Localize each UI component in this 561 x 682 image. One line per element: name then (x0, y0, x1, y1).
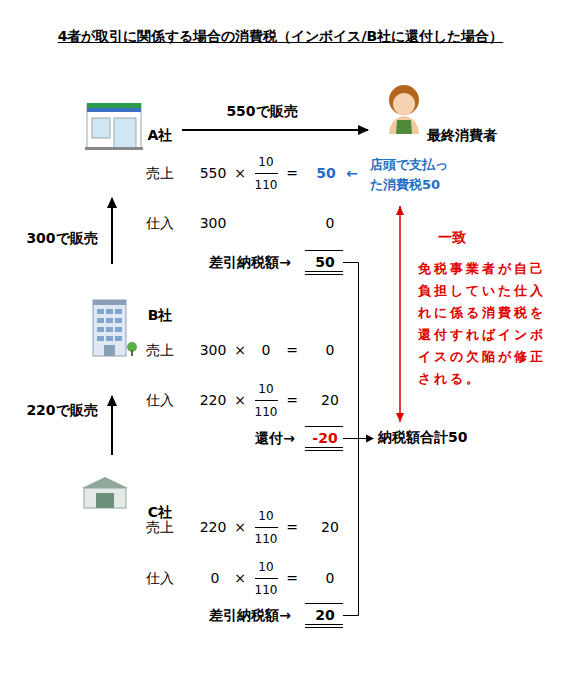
node-title: A社 (148, 127, 173, 144)
flow-arrow (182, 129, 368, 131)
calc-text: 0 (326, 570, 335, 587)
company-node: C社 (78, 455, 182, 520)
calc-text: × (234, 392, 246, 409)
total-node: 納税額合計50 (376, 428, 472, 447)
calc-text: 仕入 (146, 392, 174, 409)
company-node: A社 (78, 95, 182, 198)
consumer-node: 最終消費者店頭で支払った消費税50 (368, 82, 500, 200)
consumer-icon (389, 85, 419, 134)
calc-text: × (234, 342, 246, 359)
sum-bracket (343, 263, 368, 616)
calc-text: 300 (200, 215, 227, 232)
calc-text: = (286, 342, 298, 359)
calc-text: 20 (321, 392, 339, 409)
calc-text: 110 (255, 405, 278, 419)
calc-text: ← (346, 165, 358, 182)
calc-text: = (286, 165, 298, 182)
flow-arrow (111, 396, 113, 455)
calc-text: 0 (326, 215, 335, 232)
calc-text: 売上 (146, 342, 174, 359)
calc-text: × (234, 519, 246, 536)
calc-text: 0 (262, 342, 271, 359)
calc-text: 10 (258, 155, 273, 169)
calc-text: 差引納税額→ (209, 607, 291, 624)
calc-text: -20 (312, 430, 337, 447)
node-title: 納税額合計50 (378, 429, 467, 446)
calc-text: 一致 (438, 229, 466, 246)
node-title: B社 (148, 307, 173, 324)
calc-text: 還付→ (255, 430, 295, 447)
calc-text: 220 (200, 392, 227, 409)
calc-text: 110 (255, 583, 278, 597)
calc-text: 10 (258, 509, 273, 523)
calc-text: = (286, 519, 298, 536)
edge-label: 220で販売 (26, 402, 97, 419)
edge-label: 550で販売 (226, 103, 297, 120)
calc-text: 300 (200, 342, 227, 359)
calc-text: = (286, 570, 298, 587)
calc-text: 50 (316, 165, 335, 182)
calc-text: 仕入 (146, 215, 174, 232)
calc-text: 0 (326, 342, 335, 359)
calc-text: = (286, 392, 298, 409)
calc-text: 220 (200, 519, 227, 536)
diagram-title: 4者が取引に関係する場合の消費税（インボイス/B社に還付した場合） (0, 28, 561, 46)
node-title: C社 (148, 504, 172, 521)
calc-text: 仕入 (146, 570, 174, 587)
flow-arrow (399, 206, 401, 422)
warehouse-icon (82, 477, 128, 508)
flow-arrow (111, 198, 113, 264)
bracket-arrowhead (366, 435, 374, 443)
calc-text: 20 (315, 607, 334, 624)
calc-text: 差引納税額→ (209, 254, 291, 271)
store-icon (85, 103, 143, 150)
calc-text: 20 (321, 519, 339, 536)
sum-rule (305, 251, 343, 628)
node-title: 最終消費者 (427, 127, 497, 144)
calc-text: × (234, 570, 246, 587)
node-note: 店頭で支払った消費税50 (370, 155, 454, 195)
calc-text: 0 (211, 570, 220, 587)
calc-text: 550 (200, 165, 227, 182)
fraction-bar (255, 174, 278, 579)
company-node: B社 (78, 264, 182, 396)
calc-text: 110 (255, 178, 278, 192)
calc-text: 10 (258, 382, 273, 396)
note-text: 免税事業者が自己負担していた仕入れに係る消費税を還付すればインボイスの欠陥が修正… (418, 258, 552, 390)
office-icon (93, 300, 137, 356)
calc-text: 50 (315, 254, 334, 271)
calc-text: × (234, 165, 246, 182)
calc-text: 売上 (146, 519, 174, 536)
calc-text: 10 (258, 560, 273, 574)
calc-text: 売上 (146, 165, 174, 182)
edge-label: 300で販売 (26, 230, 97, 247)
calc-text: 110 (255, 532, 278, 546)
